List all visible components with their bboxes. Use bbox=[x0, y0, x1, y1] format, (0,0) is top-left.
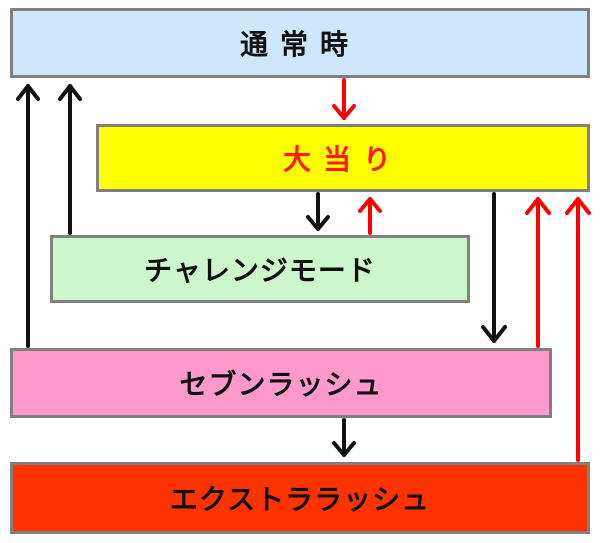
seven-rush-label: セブンラッシュ bbox=[179, 368, 383, 401]
challenge-mode-label: チャレンジモード bbox=[144, 254, 376, 287]
arrow-normal-to-jackpot bbox=[332, 78, 356, 120]
box-normal-mode: 通常時 bbox=[10, 8, 590, 78]
arrow-extra-to-jackpot bbox=[565, 197, 591, 462]
arrow-jackpot-to-challenge bbox=[306, 192, 330, 231]
arrow-seven-to-jackpot bbox=[525, 197, 551, 348]
arrow-seven-to-extra bbox=[332, 418, 356, 457]
arrow-challenge-to-normal bbox=[58, 84, 82, 235]
box-seven-rush: セブンラッシュ bbox=[10, 348, 552, 418]
box-challenge-mode: チャレンジモード bbox=[50, 235, 470, 303]
jackpot-label: 大当り bbox=[282, 143, 403, 176]
box-jackpot: 大当り bbox=[96, 124, 590, 192]
normal-mode-label: 通常時 bbox=[239, 28, 360, 61]
arrow-seven-to-normal bbox=[16, 84, 40, 348]
arrow-jackpot-to-seven bbox=[481, 192, 507, 343]
box-extra-rush: エクストララッシュ bbox=[10, 462, 590, 534]
extra-rush-label: エクストララッシュ bbox=[169, 483, 431, 516]
arrow-challenge-to-jackpot bbox=[358, 197, 382, 235]
